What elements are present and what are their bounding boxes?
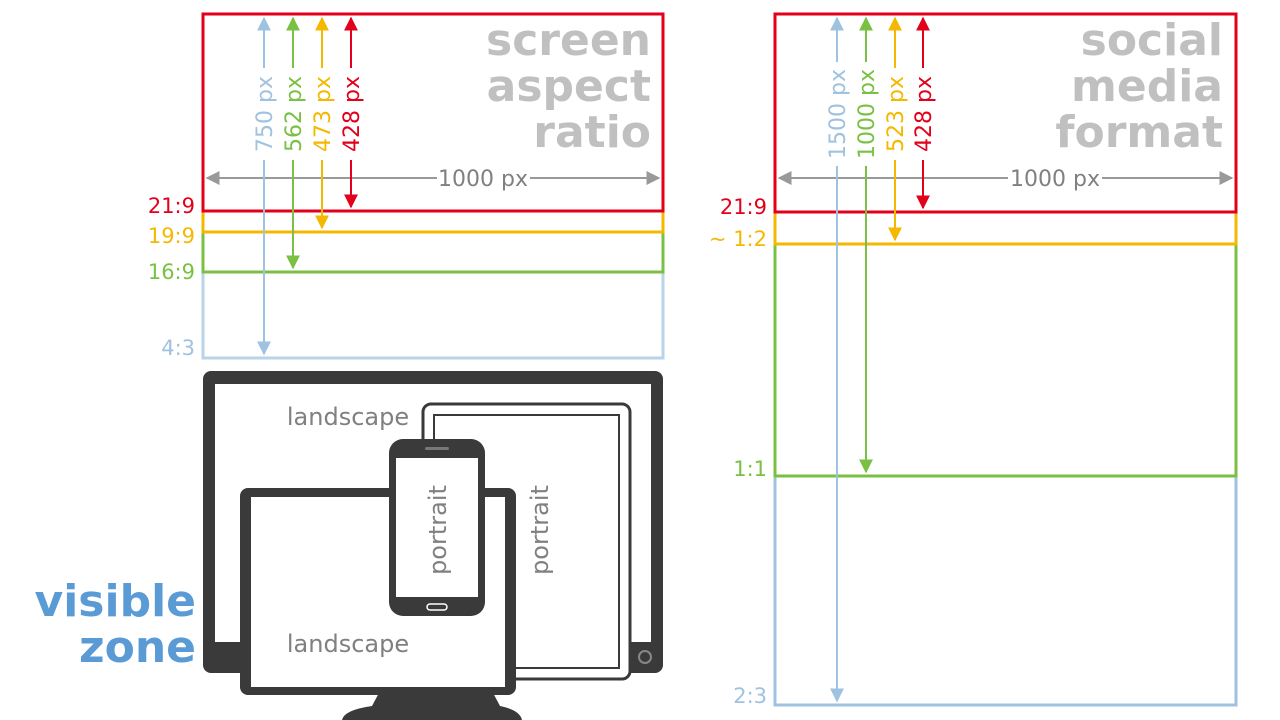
left-height-label-750: 750 px <box>253 76 278 152</box>
right-height-label-1500: 1500 px <box>826 69 851 159</box>
left-height-label-428: 428 px <box>340 76 365 152</box>
left-height-label-473: 473 px <box>311 76 336 152</box>
smartphone-portrait-label: portrait <box>424 485 452 575</box>
tablet-portrait-label: portrait <box>526 485 554 575</box>
tablet-landscape-label: landscape <box>287 630 409 658</box>
frame-21-9 <box>201 12 665 213</box>
left-ratio-19-9: 19:9 <box>148 224 195 248</box>
screen-aspect-panel: screen aspect ratio 1000 px 750 px 562 p… <box>148 12 665 360</box>
left-label-bg-562 <box>280 68 306 160</box>
left-title-line-3: ratio <box>533 107 651 158</box>
frame-21-9-social <box>773 12 1238 214</box>
monitor-power-button <box>638 650 652 664</box>
right-ratio-2-3: 2:3 <box>733 684 767 708</box>
left-ratio-21-9: 21:9 <box>148 194 195 218</box>
monitor-landscape-label: landscape <box>287 403 409 431</box>
right-height-label-1000: 1000 px <box>855 69 880 159</box>
right-title-line-3: format <box>1055 107 1223 158</box>
visible-zone-line-1: visible <box>35 576 196 627</box>
right-label-bg-428 <box>910 68 936 160</box>
right-title-line-2: media <box>1071 61 1223 112</box>
right-height-label-428: 428 px <box>912 76 937 152</box>
right-label-bg-1000 <box>853 62 879 166</box>
left-height-label-562: 562 px <box>282 76 307 152</box>
left-width-label: 1000 px <box>438 167 528 192</box>
left-title-line-2: aspect <box>487 61 651 112</box>
smartphone-speaker <box>425 447 449 450</box>
smartphone: portrait <box>389 439 485 616</box>
right-ratio-1-1: 1:1 <box>733 457 767 481</box>
left-label-bg-473 <box>309 68 335 160</box>
visible-zone-line-2: zone <box>79 622 196 673</box>
right-title-line-1: social <box>1081 15 1223 66</box>
devices-illustration: landscape portrait landscape portrait <box>203 371 663 720</box>
left-title-line-1: screen <box>486 15 651 66</box>
left-ratio-16-9: 16:9 <box>148 260 195 284</box>
social-media-panel: social media format 1000 px 1500 px 1000… <box>709 12 1238 708</box>
left-label-bg-750 <box>251 68 277 160</box>
right-height-label-523: 523 px <box>884 76 909 152</box>
left-label-bg-428 <box>338 68 364 160</box>
right-label-bg-523 <box>882 68 908 160</box>
right-width-label: 1000 px <box>1010 167 1100 192</box>
smartphone-home-button <box>426 603 448 611</box>
smartphone-screen <box>396 458 478 597</box>
left-ratio-4-3: 4:3 <box>161 336 195 360</box>
right-ratio-21-9: 21:9 <box>720 195 767 219</box>
right-ratio-1-2: ~ 1:2 <box>709 227 767 251</box>
right-label-bg-1500 <box>824 62 850 166</box>
